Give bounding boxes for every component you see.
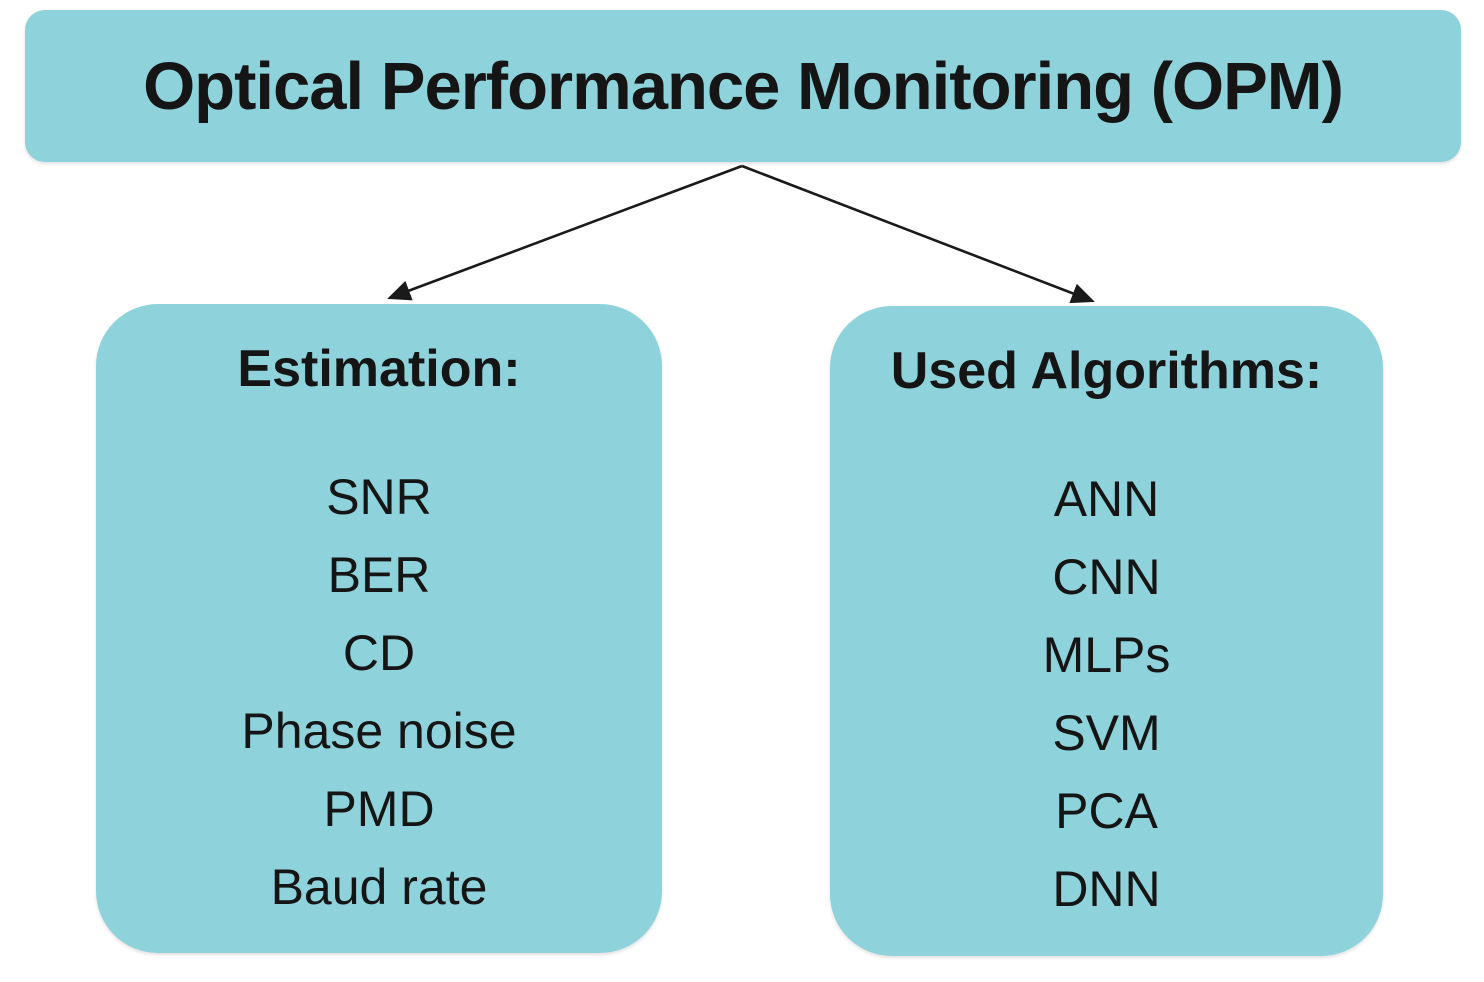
list-item: ANN xyxy=(1053,470,1160,527)
arrow-to-algorithms xyxy=(741,164,1095,304)
estimation-heading: Estimation: xyxy=(237,340,521,398)
list-item: PMD xyxy=(323,780,435,837)
list-item: PCA xyxy=(1055,782,1158,839)
list-item: SVM xyxy=(1052,704,1161,761)
algorithms-heading: Used Algorithms: xyxy=(890,342,1323,400)
opm-title-box: Optical Performance Monitoring (OPM) xyxy=(25,10,1461,162)
diagram-title: Optical Performance Monitoring (OPM) xyxy=(143,48,1344,124)
list-item: CD xyxy=(342,624,416,681)
list-item: Phase noise xyxy=(241,702,517,759)
arrow-to-estimation xyxy=(387,164,743,301)
list-item: DNN xyxy=(1052,860,1161,917)
list-item: BER xyxy=(327,546,431,603)
list-item: CNN xyxy=(1052,548,1161,605)
list-item: Baud rate xyxy=(270,858,488,915)
list-item: MLPs xyxy=(1042,626,1171,683)
list-item: SNR xyxy=(326,468,432,525)
